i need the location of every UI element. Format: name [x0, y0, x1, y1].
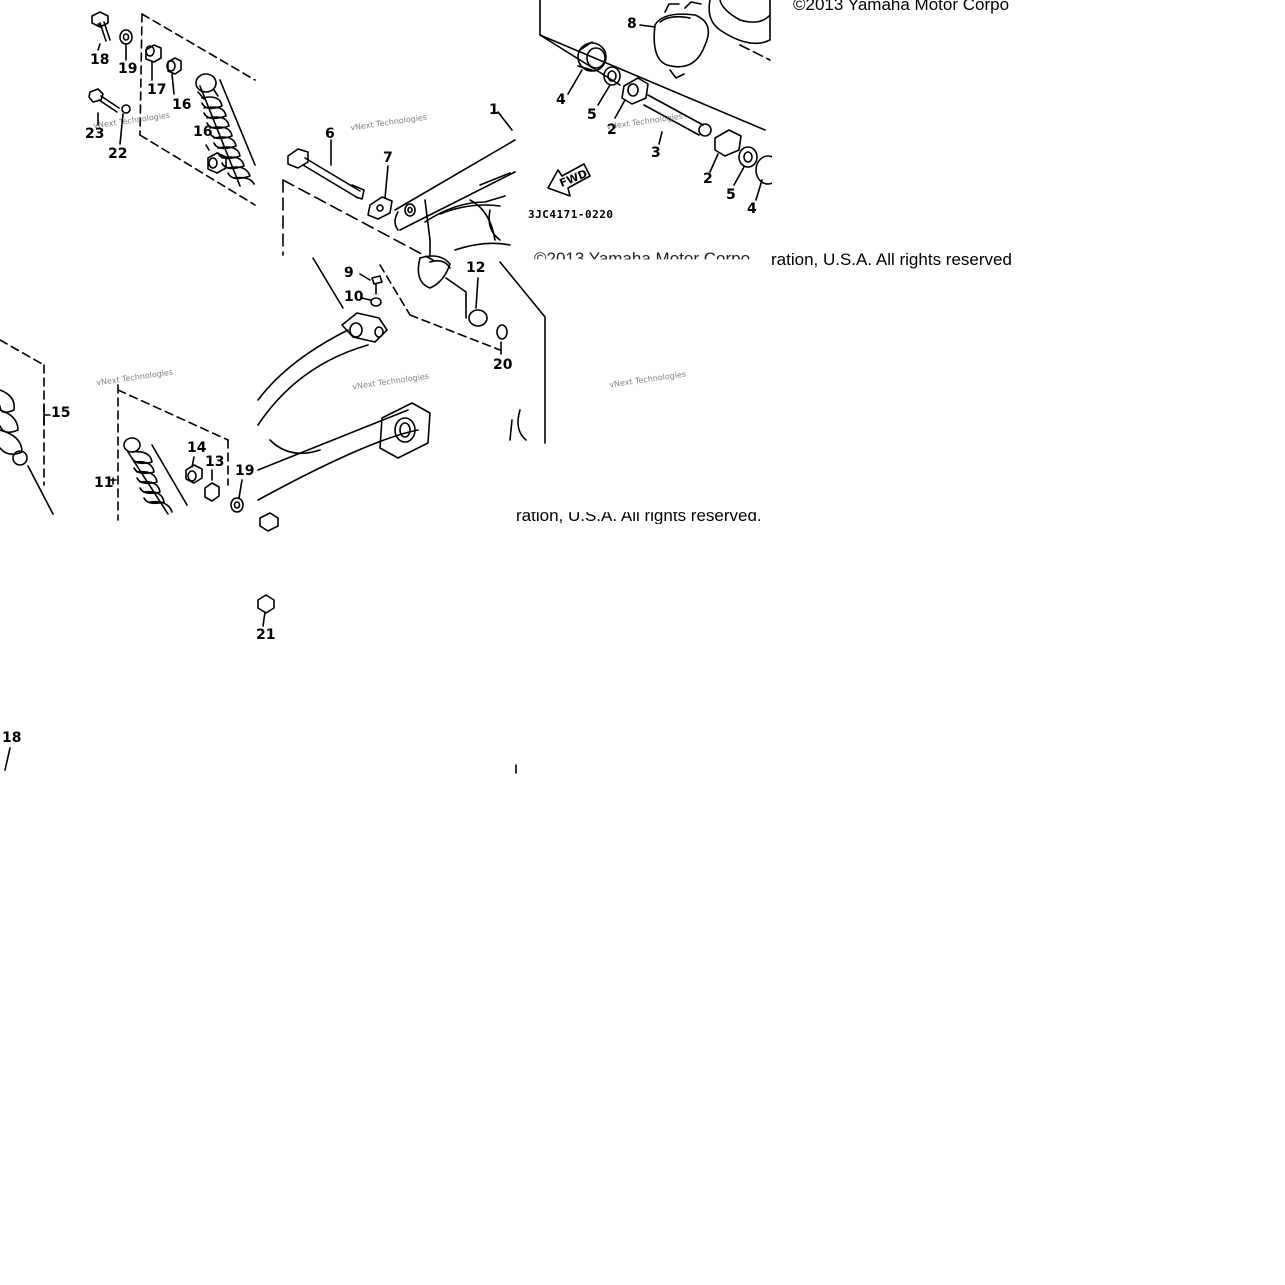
callout-23: 23 — [85, 126, 105, 142]
callout-10: 10 — [344, 289, 364, 305]
callout-7: 7 — [383, 150, 393, 166]
callout-2-right: 2 — [703, 171, 713, 187]
callout-2-left: 2 — [607, 122, 617, 138]
callout-8: 8 — [627, 16, 637, 32]
callout-1: 1 — [489, 102, 499, 118]
pivot-bearing-group — [539, 0, 781, 201]
copyright-mid-clipped: ©2013 Yamaha Motor Corpo — [534, 249, 751, 268]
callout-20: 20 — [493, 357, 513, 373]
copyright-top: ©2013 Yamaha Motor Corpo — [793, 0, 1010, 14]
callout-5-left: 5 — [587, 107, 597, 123]
callout-13: 13 — [205, 454, 225, 470]
callout-19-lower: 19 — [235, 463, 255, 479]
callout-15: 15 — [51, 405, 71, 421]
callout-3: 3 — [651, 145, 661, 161]
callout-4-left: 4 — [556, 92, 566, 108]
rear-shock-group — [88, 11, 256, 206]
callout-17: 17 — [147, 82, 167, 98]
callout-4-right: 4 — [747, 201, 757, 217]
callout-19: 19 — [118, 61, 138, 77]
callout-14: 14 — [187, 440, 207, 456]
callout-12: 12 — [466, 260, 486, 276]
tile-mask-right — [1031, 0, 1285, 270]
callout-5-right: 5 — [726, 187, 736, 203]
copyright-low: ration, U.S.A. All rights reserved. — [516, 506, 762, 525]
front-shock-group — [0, 339, 244, 521]
callout-18-lower: 18 — [2, 730, 22, 746]
callout-9: 9 — [344, 265, 354, 281]
callout-11: 11 — [94, 475, 114, 491]
callout-6: 6 — [325, 126, 335, 142]
copyright-mid: ration, U.S.A. All rights reserved — [771, 250, 1012, 269]
callout-22: 22 — [108, 146, 128, 162]
callout-16: 16 — [172, 97, 192, 113]
swingarm-group — [282, 111, 516, 261]
diagram-code: 3JC4171-0220 — [528, 208, 614, 221]
callout-21: 21 — [256, 627, 276, 643]
callout-16-lower: 16 — [193, 124, 213, 140]
callout-18: 18 — [90, 52, 110, 68]
a-arm-group — [257, 255, 546, 627]
tile-mask-gap — [772, 20, 792, 250]
